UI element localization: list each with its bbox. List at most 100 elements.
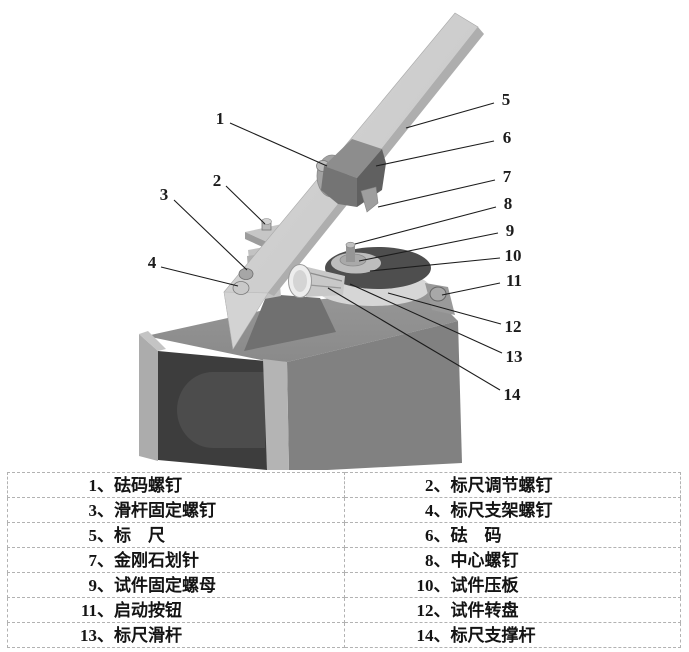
part-label: 标尺支架螺钉: [450, 500, 553, 520]
callout-number-5: 5: [502, 90, 511, 109]
part-separator: 、: [97, 550, 114, 570]
callout-number-10: 10: [505, 246, 522, 265]
start-button: [429, 286, 447, 302]
part-separator: 、: [97, 600, 114, 620]
leader-line-4: [160, 266, 239, 287]
part-cell-3: 3、滑杆固定螺钉: [7, 497, 345, 523]
part-label: 标尺支撑杆: [450, 625, 536, 645]
base-right-face: [287, 321, 462, 470]
part-label: 标尺调节螺钉: [450, 475, 553, 495]
slide-rod-fixing-screw: [238, 268, 254, 280]
leader-line-2: [225, 185, 266, 225]
part-label: 砝 码: [450, 525, 502, 545]
part-separator: 、: [433, 600, 451, 620]
part-number: 8: [425, 550, 434, 570]
part-number: 10: [416, 575, 434, 595]
leader-line-8: [354, 206, 497, 245]
part-label: 滑杆固定螺钉: [114, 500, 216, 520]
part-separator: 、: [97, 625, 114, 645]
part-separator: 、: [433, 475, 451, 495]
part-label: 启动按钮: [114, 600, 182, 620]
ruler-shadow: [244, 294, 336, 351]
callout-number-13: 13: [506, 347, 523, 366]
part-label: 标 尺: [114, 525, 165, 545]
part-separator: 、: [97, 525, 114, 545]
rod-end-cap-inner: [293, 270, 307, 292]
center-screw: [345, 241, 356, 262]
part-label: 标尺滑杆: [114, 625, 182, 645]
leader-line-5: [405, 102, 495, 129]
leader-lines: [160, 102, 503, 391]
part-cell-5: 5、标 尺: [7, 522, 345, 548]
leader-line-12: [387, 292, 502, 325]
part-label: 试件压板: [450, 575, 519, 595]
base-left-plate: [139, 334, 158, 461]
part-separator: 、: [433, 625, 451, 645]
part-number: 7: [88, 550, 98, 570]
leader-line-3: [173, 199, 248, 271]
callout-number-1: 1: [216, 109, 225, 128]
part-separator: 、: [97, 475, 114, 495]
rod-streak: [309, 272, 343, 282]
rod-streak: [308, 284, 342, 289]
leader-line-6: [375, 140, 495, 167]
part-number: 3: [88, 500, 98, 520]
diamond-stylus: [360, 186, 379, 213]
part-number: 4: [425, 500, 434, 520]
part-separator: 、: [433, 500, 451, 520]
part-label: 试件转盘: [450, 600, 519, 620]
part-separator: 、: [433, 525, 451, 545]
part-cell-14: 14、标尺支撑杆: [343, 622, 681, 648]
leader-line-14: [327, 287, 501, 391]
parts-legend-table: 1、砝码螺钉 2、标尺调节螺钉 3、滑杆固定螺钉 4、标尺支架螺钉 5、标 尺 …: [7, 472, 681, 648]
part-separator: 、: [97, 500, 114, 520]
leader-line-9: [358, 232, 499, 262]
bracket-screw: [232, 281, 250, 295]
table-row: 5、标 尺 6、砝 码: [7, 522, 681, 548]
table-row: 9、试件固定螺母 10、试件压板: [7, 572, 681, 598]
leader-line-13: [349, 283, 503, 354]
part-cell-6: 6、砝 码: [343, 522, 681, 548]
motor-cylinder: [177, 372, 265, 448]
part-cell-7: 7、金刚石划针: [7, 547, 345, 573]
part-cell-8: 8、中心螺钉: [343, 547, 681, 573]
part-number: 5: [88, 525, 98, 545]
part-number: 9: [88, 575, 98, 595]
callout-number-8: 8: [504, 194, 513, 213]
part-cell-2: 2、标尺调节螺钉: [343, 472, 681, 498]
weight-top-face: [324, 139, 382, 178]
scale-adjust-screw: [261, 218, 272, 231]
callout-number-3: 3: [160, 185, 169, 204]
part-separator: 、: [433, 575, 451, 595]
callout-number-4: 4: [148, 253, 157, 272]
leader-line-7: [377, 179, 496, 208]
part-cell-9: 9、试件固定螺母: [7, 572, 345, 598]
channel-inner-wall: [263, 359, 289, 470]
callout-number-11: 11: [506, 271, 522, 290]
part-cell-13: 13、标尺滑杆: [7, 622, 345, 648]
part-separator: 、: [97, 575, 114, 595]
weight-front-face: [321, 166, 357, 207]
part-cell-4: 4、标尺支架螺钉: [343, 497, 681, 523]
part-label: 砝码螺钉: [114, 475, 182, 495]
apparatus-diagram: 1 2 3 4 5 6 7 8 9 10 11 12 13 14: [139, 12, 523, 470]
part-number: 14: [416, 625, 434, 645]
table-row: 1、砝码螺钉 2、标尺调节螺钉: [7, 472, 681, 498]
part-separator: 、: [433, 550, 451, 570]
part-cell-10: 10、试件压板: [343, 572, 681, 598]
callout-number-7: 7: [503, 167, 512, 186]
part-cell-1: 1、砝码螺钉: [7, 472, 345, 498]
machine-base: [139, 288, 462, 470]
slide-rod-assembly: [288, 264, 345, 298]
part-cell-11: 11、启动按钮: [7, 597, 345, 623]
callout-number-6: 6: [503, 128, 512, 147]
table-row: 11、启动按钮 12、试件转盘: [7, 597, 681, 623]
weight-block: [316, 139, 386, 213]
table-row: 7、金刚石划针 8、中心螺钉: [7, 547, 681, 573]
callout-number-12: 12: [505, 317, 522, 336]
leader-line-11: [441, 282, 501, 296]
part-number: 12: [416, 600, 434, 620]
part-number: 13: [80, 625, 97, 645]
part-cell-12: 12、试件转盘: [343, 597, 681, 623]
